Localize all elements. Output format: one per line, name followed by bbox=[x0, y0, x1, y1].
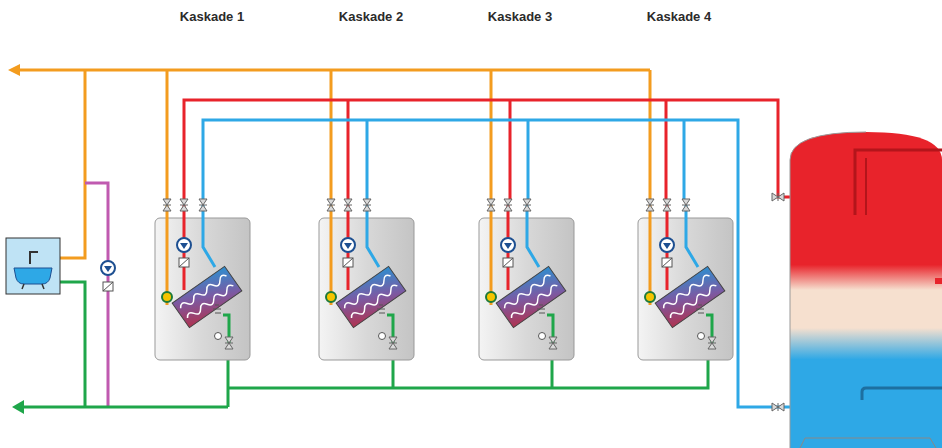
storage-tank bbox=[790, 132, 942, 448]
cascade-label: Kaskade 2 bbox=[339, 9, 403, 24]
cascade-label: Kaskade 3 bbox=[488, 9, 552, 24]
tap-icon bbox=[6, 238, 60, 294]
cascade-label: Kaskade 4 bbox=[647, 9, 711, 24]
cascade-label: Kaskade 1 bbox=[180, 9, 244, 24]
